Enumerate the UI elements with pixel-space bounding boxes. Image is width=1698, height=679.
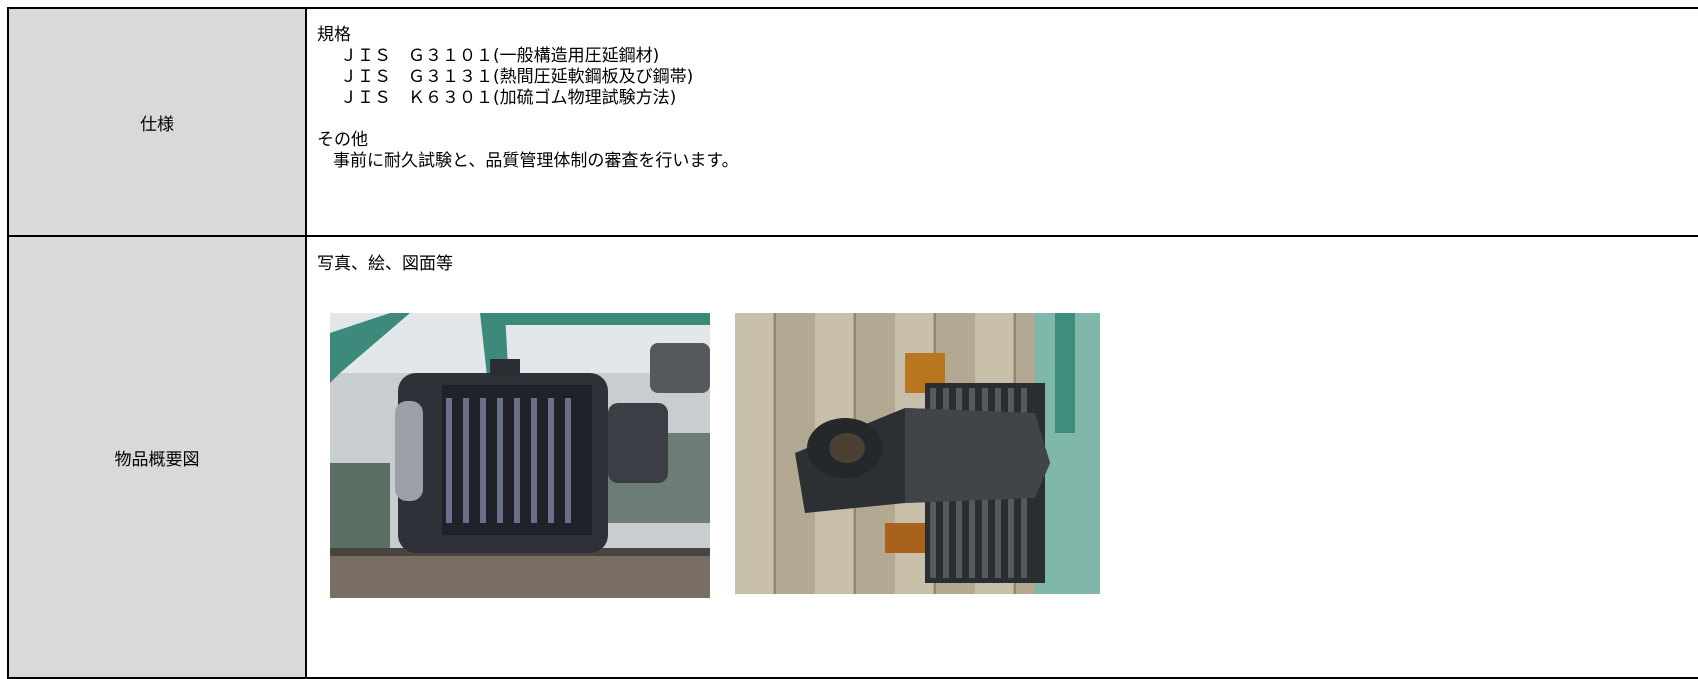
spec-table: 仕様 規格 ＪＩＳ Ｇ３１０１(一般構造用圧延鋼材) ＪＩＳ Ｇ３１３１(熱間圧… [7, 7, 1698, 679]
standards-heading: 規格 [317, 25, 351, 45]
spec-content-cell: 規格 ＪＩＳ Ｇ３１０１(一般構造用圧延鋼材) ＪＩＳ Ｇ３１３１(熱間圧延軟鋼… [305, 7, 1698, 237]
figure-label-cell: 物品概要図 [7, 235, 307, 679]
spec-label-cell: 仕様 [7, 7, 307, 237]
figure-label: 物品概要図 [114, 449, 200, 470]
figure-row: 物品概要図 写真、絵、図面等 [7, 235, 1698, 679]
other-text: 事前に耐久試験と、品質管理体制の審査を行います。 [333, 151, 739, 171]
rubber-bearing-photo-top [735, 313, 1100, 594]
standard-item: ＪＩＳ Ｇ３１０１(一般構造用圧延鋼材) [340, 46, 660, 66]
other-heading: その他 [317, 130, 368, 150]
standard-item: ＪＩＳ Ｇ３１３１(熱間圧延軟鋼板及び鋼帯) [340, 67, 694, 87]
figure-caption: 写真、絵、図面等 [317, 254, 453, 274]
spec-row: 仕様 規格 ＪＩＳ Ｇ３１０１(一般構造用圧延鋼材) ＪＩＳ Ｇ３１３１(熱間圧… [7, 7, 1698, 237]
rubber-bearing-photo-front [330, 313, 710, 598]
spec-label: 仕様 [140, 114, 174, 135]
product-photo-top [735, 313, 1100, 594]
product-photo-front [330, 313, 710, 598]
figure-content-cell: 写真、絵、図面等 [305, 235, 1698, 679]
standard-item: ＪＩＳ Ｋ６３０１(加硫ゴム物理試験方法) [340, 88, 677, 108]
